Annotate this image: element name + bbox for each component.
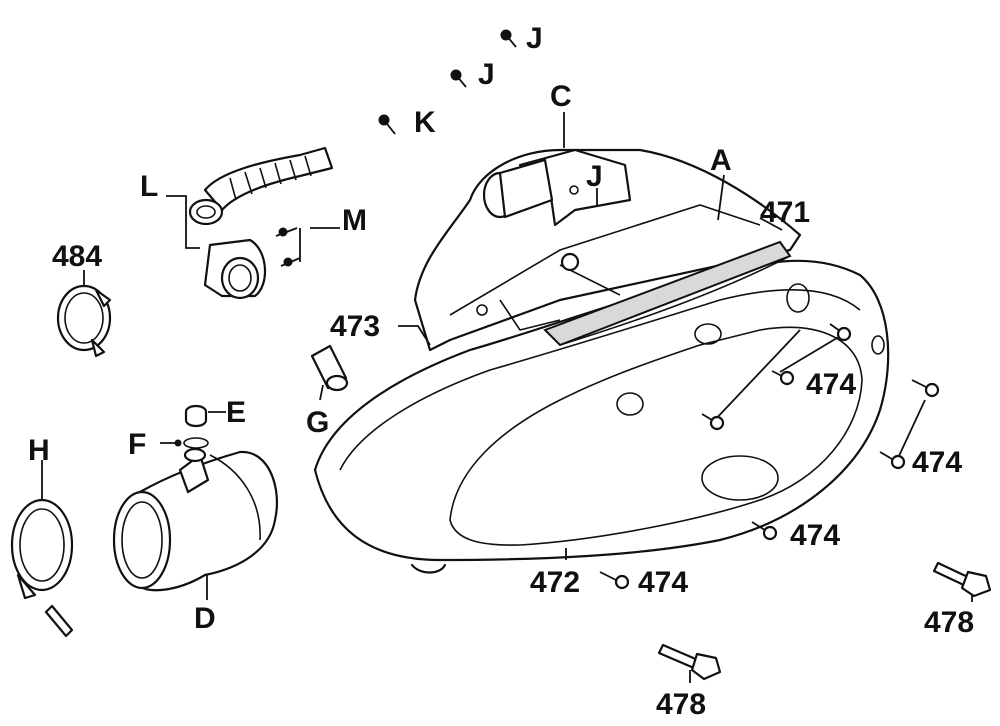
label-474-a: 474 bbox=[806, 368, 856, 401]
label-471: 471 bbox=[760, 196, 810, 229]
label-a: A bbox=[710, 144, 732, 177]
label-e: E bbox=[226, 396, 246, 429]
label-474-d: 474 bbox=[638, 566, 688, 599]
label-j-case: J bbox=[586, 160, 603, 193]
screw-j-middle bbox=[450, 69, 467, 88]
label-f: F bbox=[128, 428, 146, 461]
label-g: G bbox=[306, 406, 329, 439]
label-k: K bbox=[414, 106, 436, 139]
bolt-478-bottom bbox=[657, 643, 722, 681]
label-j-middle: J bbox=[478, 58, 495, 91]
label-474-b: 474 bbox=[912, 446, 962, 479]
intake-duct-d bbox=[112, 447, 279, 592]
label-c: C bbox=[550, 80, 572, 113]
o-ring-f bbox=[174, 437, 209, 449]
label-m: M bbox=[342, 204, 367, 237]
screw-j-top bbox=[500, 29, 517, 48]
cap-e bbox=[184, 404, 208, 428]
label-472: 472 bbox=[530, 566, 580, 599]
leader-lines bbox=[41, 112, 973, 683]
screws-m bbox=[275, 227, 301, 267]
clamp-h bbox=[10, 498, 74, 638]
label-d: D bbox=[194, 602, 216, 635]
air-cleaner-case bbox=[313, 148, 890, 574]
label-474-c: 474 bbox=[790, 519, 840, 552]
label-j-top: J bbox=[526, 22, 543, 55]
label-473: 473 bbox=[330, 310, 380, 343]
label-h: H bbox=[28, 434, 50, 467]
label-l: L bbox=[140, 170, 158, 203]
label-478-bottom: 478 bbox=[656, 688, 706, 721]
clamp-484 bbox=[56, 284, 112, 358]
label-478-right: 478 bbox=[924, 606, 974, 639]
bolt-478-right bbox=[932, 561, 992, 598]
callout-labels: J J K C A J 471 L M 484 473 G E F H D 47… bbox=[28, 22, 974, 721]
screw-k bbox=[378, 114, 396, 135]
sleeve-g bbox=[310, 344, 349, 392]
label-484: 484 bbox=[52, 240, 102, 273]
intake-hose-l bbox=[188, 146, 334, 300]
screws-474 bbox=[599, 323, 940, 590]
